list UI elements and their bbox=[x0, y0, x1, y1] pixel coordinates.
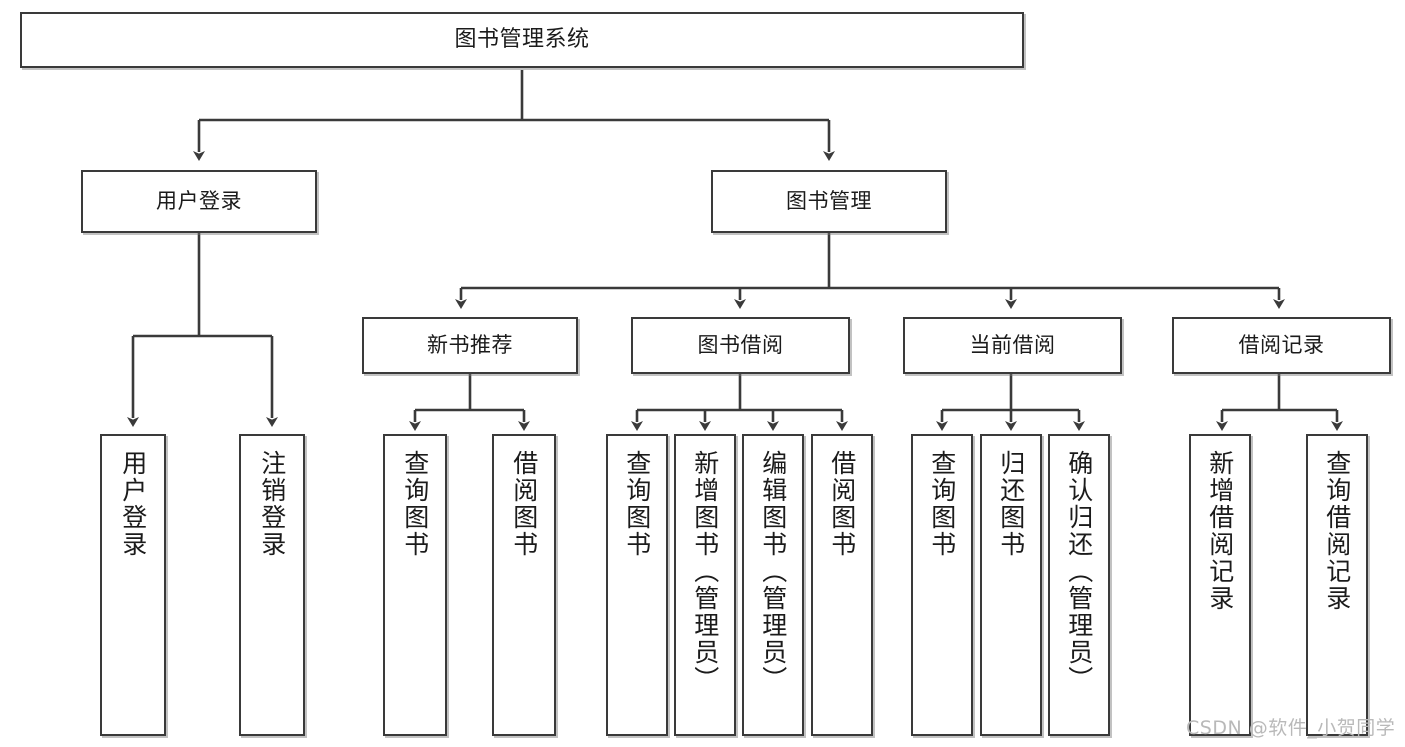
node-label: 编辑图书（管理员） bbox=[758, 450, 788, 693]
leaf-return-book[interactable]: 归还图书 bbox=[980, 434, 1042, 736]
node-label: 用户登录 bbox=[156, 189, 242, 214]
leaf-add-borrow-record[interactable]: 新增借阅记录 bbox=[1189, 434, 1251, 736]
leaf-add-book-admin[interactable]: 新增图书（管理员） bbox=[674, 434, 736, 736]
leaf-user-login[interactable]: 用户登录 bbox=[100, 434, 166, 736]
node-label: 新增借阅记录 bbox=[1205, 450, 1235, 612]
node-label: 查询图书 bbox=[622, 450, 652, 558]
leaf-edit-book-admin[interactable]: 编辑图书（管理员） bbox=[742, 434, 804, 736]
node-label: 注销登录 bbox=[257, 450, 287, 558]
node-label: 查询图书 bbox=[927, 450, 957, 558]
leaf-query-borrow-record[interactable]: 查询借阅记录 bbox=[1306, 434, 1368, 736]
node-label: 新增图书（管理员） bbox=[690, 450, 720, 693]
node-root-system[interactable]: 图书管理系统 bbox=[20, 12, 1024, 68]
leaf-borrow-book-new[interactable]: 借阅图书 bbox=[492, 434, 556, 736]
leaf-logout[interactable]: 注销登录 bbox=[239, 434, 305, 736]
node-user-login[interactable]: 用户登录 bbox=[81, 170, 317, 233]
node-label: 确认归还（管理员） bbox=[1064, 450, 1094, 693]
node-label: 查询图书 bbox=[400, 450, 430, 558]
node-label: 新书推荐 bbox=[427, 333, 513, 358]
node-label: 用户登录 bbox=[118, 450, 148, 558]
node-book-management[interactable]: 图书管理 bbox=[711, 170, 947, 233]
leaf-query-book-current[interactable]: 查询图书 bbox=[911, 434, 973, 736]
node-label: 借阅记录 bbox=[1238, 333, 1325, 358]
node-new-book-recommend[interactable]: 新书推荐 bbox=[362, 317, 578, 374]
node-label: 图书管理 bbox=[786, 189, 872, 214]
leaf-confirm-return-admin[interactable]: 确认归还（管理员） bbox=[1048, 434, 1110, 736]
node-borrow-record[interactable]: 借阅记录 bbox=[1172, 317, 1391, 374]
watermark: CSDN @软件_小贺同学 bbox=[1186, 717, 1396, 739]
node-label: 图书管理系统 bbox=[454, 27, 590, 53]
leaf-borrow-book[interactable]: 借阅图书 bbox=[811, 434, 873, 736]
node-current-borrow[interactable]: 当前借阅 bbox=[903, 317, 1122, 374]
node-book-borrow[interactable]: 图书借阅 bbox=[631, 317, 850, 374]
node-label: 借阅图书 bbox=[509, 450, 539, 558]
node-label: 图书借阅 bbox=[697, 333, 784, 358]
node-label: 借阅图书 bbox=[827, 450, 857, 558]
node-label: 查询借阅记录 bbox=[1322, 450, 1352, 612]
node-label: 归还图书 bbox=[996, 450, 1026, 558]
node-label: 当前借阅 bbox=[969, 333, 1056, 358]
leaf-query-book-new[interactable]: 查询图书 bbox=[383, 434, 447, 736]
leaf-query-book-borrow[interactable]: 查询图书 bbox=[606, 434, 668, 736]
